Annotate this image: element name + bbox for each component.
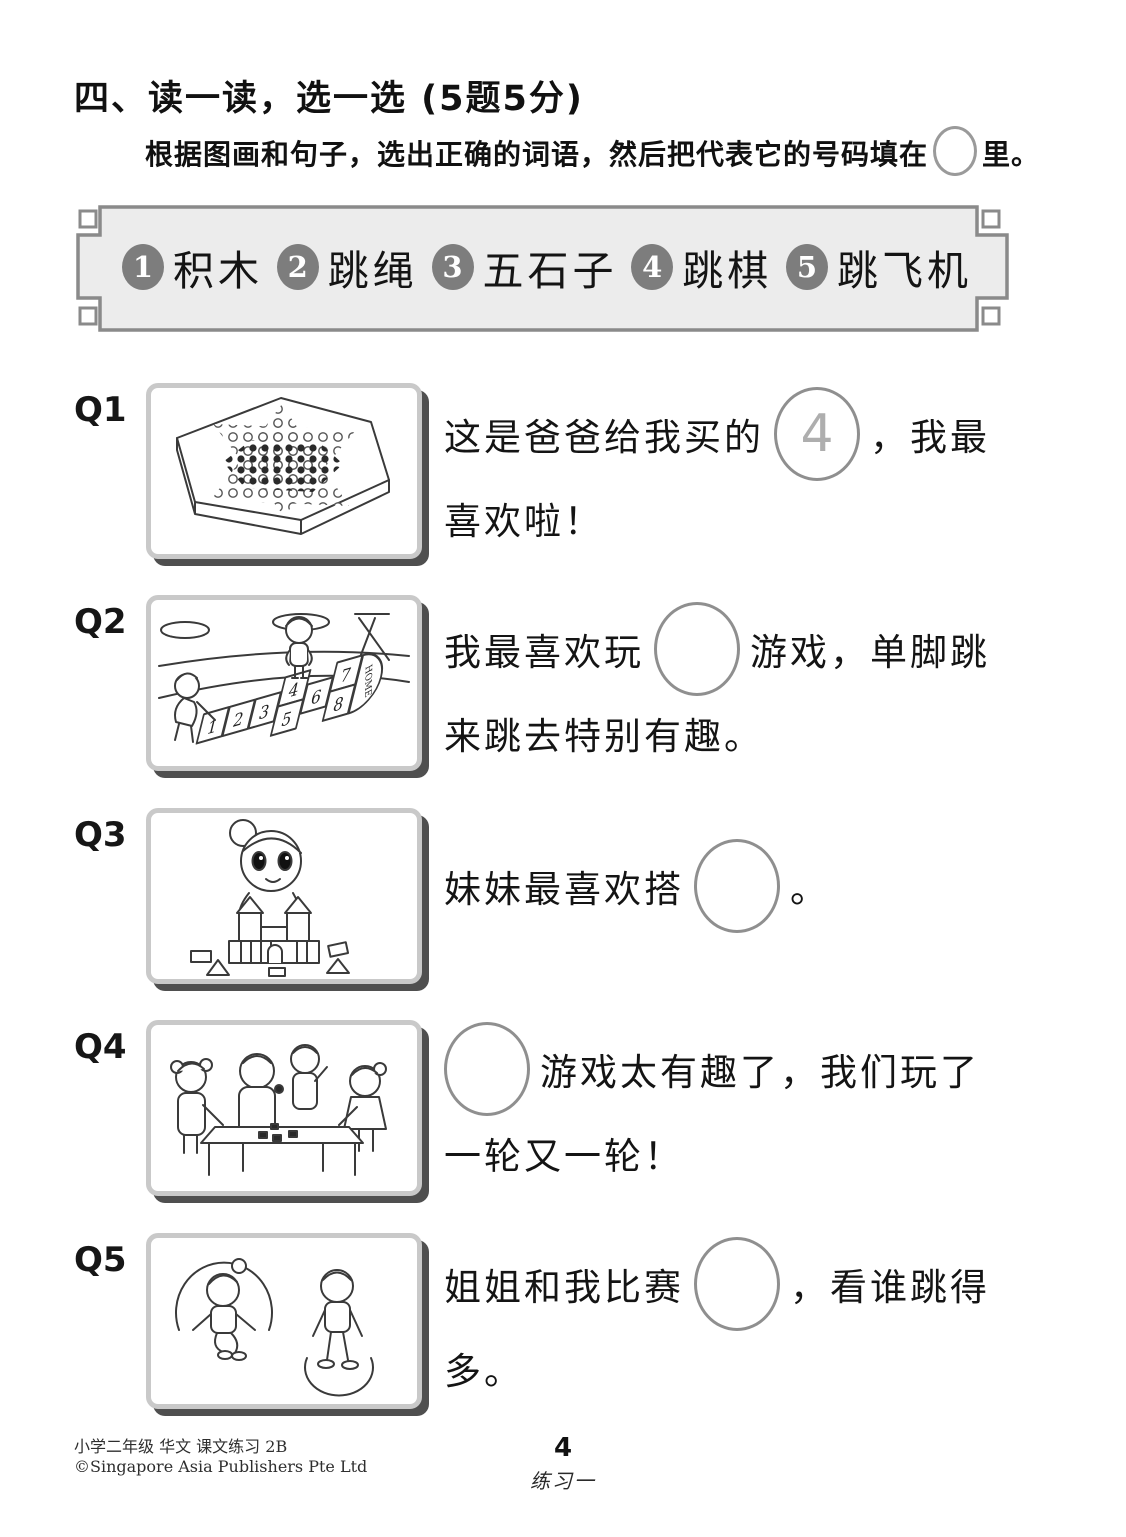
question-q1: Q1 这是爸爸给我买的	[0, 383, 1126, 573]
q5-text-line2: 多。	[444, 1350, 524, 1393]
option-1-label: 积木	[173, 247, 263, 295]
q4-image-box	[146, 1020, 422, 1196]
q3-answer-circle[interactable]	[694, 839, 780, 933]
option-2-label: 跳绳	[327, 247, 418, 295]
q1-answer-circle[interactable]: 4	[774, 387, 860, 481]
option-3-number-badge: 3	[431, 244, 474, 290]
q2-text-line2: 来跳去特别有趣。	[444, 715, 764, 758]
option-2-number-badge: 2	[276, 244, 319, 290]
q4-text-after: 游戏太有趣了，我们玩了	[540, 1051, 980, 1094]
footer-book-title: 小学二年级 华文 课文练习 2B	[74, 1437, 288, 1456]
word-option-1: 1 积木	[122, 237, 263, 297]
question-q3: Q3	[0, 808, 1126, 998]
q3-sentence: 妹妹最喜欢搭 。	[444, 839, 830, 933]
option-1-number-badge: 1	[122, 244, 164, 290]
q1-image-box	[146, 383, 422, 559]
chinese-checkers-illustration	[176, 397, 390, 535]
hopscotch-illustration: 1 2 3 4 5 6 7 8 HOME	[158, 613, 410, 745]
q4-sentence: 游戏太有趣了，我们玩了 一轮又一轮！	[444, 1022, 980, 1195]
q2-label: Q2	[74, 602, 127, 642]
q5-sentence: 姐姐和我比赛 ，看谁跳得 多。	[444, 1237, 990, 1410]
footer-section-name: 练习一	[530, 1469, 596, 1493]
q2-image-box: 1 2 3 4 5 6 7 8 HOME	[146, 595, 422, 771]
instruction-text-after: 里。	[982, 138, 1041, 171]
word-option-3: 3 五石子	[431, 237, 618, 297]
q5-text-before: 姐姐和我比赛	[444, 1266, 684, 1309]
option-3-label: 五石子	[482, 247, 618, 295]
q3-text-before: 妹妹最喜欢搭	[444, 868, 684, 911]
option-4-label: 跳棋	[682, 247, 773, 295]
q3-image-box	[146, 808, 422, 984]
q5-answer-circle[interactable]	[694, 1237, 780, 1331]
q2-sentence: 我最喜欢玩 游戏，单脚跳 来跳去特别有趣。	[444, 602, 990, 775]
q4-text-line2: 一轮又一轮！	[444, 1135, 684, 1178]
q5-label: Q5	[74, 1240, 127, 1280]
q1-label: Q1	[74, 390, 127, 430]
instruction-line: 根据图画和句子，选出正确的词语，然后把代表它的号码填在 里。	[145, 126, 1040, 176]
q5-text-after: ，看谁跳得	[790, 1266, 990, 1309]
option-5-number-badge: 5	[786, 244, 828, 290]
q3-text-after: 。	[790, 868, 830, 911]
q2-answer-circle[interactable]	[654, 602, 740, 696]
option-5-label: 跳飞机	[837, 247, 972, 295]
q1-text-before: 这是爸爸给我买的	[444, 416, 764, 459]
section-title: 四、读一读，选一选 (5题5分)	[74, 79, 584, 119]
word-bank-items: 1 积木 2 跳绳 3 五石子 4 跳棋 5 跳飞机	[122, 200, 972, 334]
word-option-4: 4 跳棋	[631, 237, 772, 297]
instruction-example-circle	[933, 126, 978, 176]
footer-copyright: ©Singapore Asia Publishers Pte Ltd	[74, 1457, 368, 1476]
question-q2: Q2 1 2	[0, 595, 1126, 785]
q3-label: Q3	[74, 815, 127, 855]
word-bank: 1 积木 2 跳绳 3 五石子 4 跳棋 5 跳飞机	[74, 200, 1014, 340]
word-option-5: 5 跳飞机	[786, 237, 972, 297]
hopscotch-home-label: HOME	[362, 663, 373, 700]
q1-text-after: ，我最	[870, 416, 990, 459]
q2-text-before: 我最喜欢玩	[444, 631, 644, 674]
option-4-number-badge: 4	[631, 244, 674, 290]
q2-text-after: 游戏，单脚跳	[750, 631, 990, 674]
q1-answer-value: 4	[800, 404, 834, 464]
word-option-2: 2 跳绳	[276, 237, 418, 297]
rope-skipping-illustration	[175, 1258, 374, 1397]
q1-text-line2: 喜欢啦！	[444, 500, 604, 543]
question-q4: Q4	[0, 1020, 1126, 1210]
instruction-text-before: 根据图画和句子，选出正确的词语，然后把代表它的号码填在	[145, 138, 929, 171]
word-bank-decorative-frame	[76, 205, 1009, 332]
footer-page-block: 4 练习一	[0, 1433, 1126, 1494]
q5-image-box	[146, 1233, 422, 1409]
q1-sentence: 这是爸爸给我买的 4 ，我最 喜欢啦！	[444, 387, 990, 560]
question-q5: Q5	[0, 1233, 1126, 1423]
five-stones-illustration	[170, 1044, 387, 1176]
q4-answer-circle[interactable]	[444, 1022, 530, 1116]
footer-book-info: 小学二年级 华文 课文练习 2B ©Singapore Asia Publish…	[74, 1437, 367, 1477]
q4-label: Q4	[74, 1027, 127, 1067]
page-number: 4	[553, 1433, 573, 1463]
building-blocks-illustration	[190, 819, 350, 977]
